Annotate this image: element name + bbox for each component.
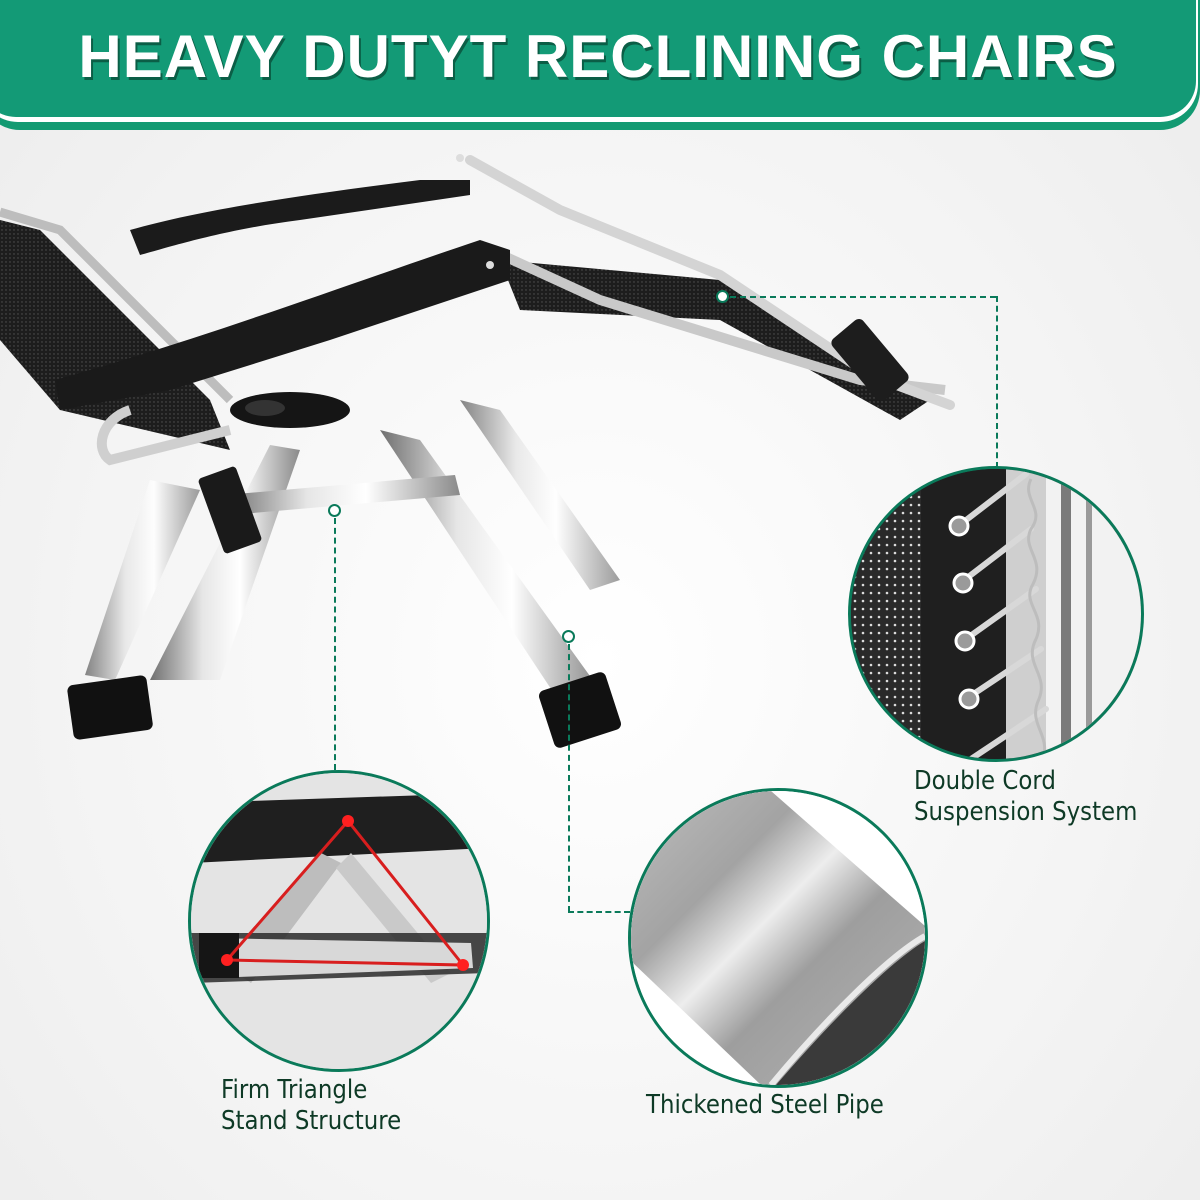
detail-circle-cord-suspension — [848, 466, 1144, 762]
triangle-structure-detail — [191, 773, 487, 1069]
detail-circle-steel-pipe — [628, 788, 928, 1088]
cord-label-line2: Suspension System — [914, 797, 1138, 827]
connector-pipe-horizontal — [568, 911, 630, 913]
chair-illustration — [0, 154, 955, 748]
callout-dot-triangle — [328, 504, 341, 517]
connector-triangle — [334, 518, 336, 770]
steel-pipe-detail — [631, 791, 925, 1085]
callout-dot-cord — [716, 290, 729, 303]
title-banner: HEAVY DUTYT RECLINING CHAIRS — [0, 0, 1196, 117]
cord-label-line1: Double Cord — [914, 766, 1056, 796]
callout-label-triangle-structure: Firm Triangle Stand Structure — [221, 1075, 401, 1137]
triangle-label-line1: Firm Triangle — [221, 1075, 368, 1105]
connector-pipe-vertical — [568, 644, 570, 912]
connector-cord-horizontal — [730, 296, 996, 298]
pipe-label: Thickened Steel Pipe — [646, 1090, 884, 1120]
page-title: HEAVY DUTYT RECLINING CHAIRS — [78, 23, 1118, 90]
detail-circle-triangle-structure — [188, 770, 490, 1072]
connector-cord-vertical — [996, 296, 998, 468]
cord-suspension-detail — [851, 469, 1141, 759]
triangle-label-line2: Stand Structure — [221, 1106, 402, 1136]
callout-dot-pipe — [562, 630, 575, 643]
callout-label-steel-pipe: Thickened Steel Pipe — [646, 1090, 884, 1121]
callout-label-cord-suspension: Double Cord Suspension System — [914, 766, 1137, 828]
